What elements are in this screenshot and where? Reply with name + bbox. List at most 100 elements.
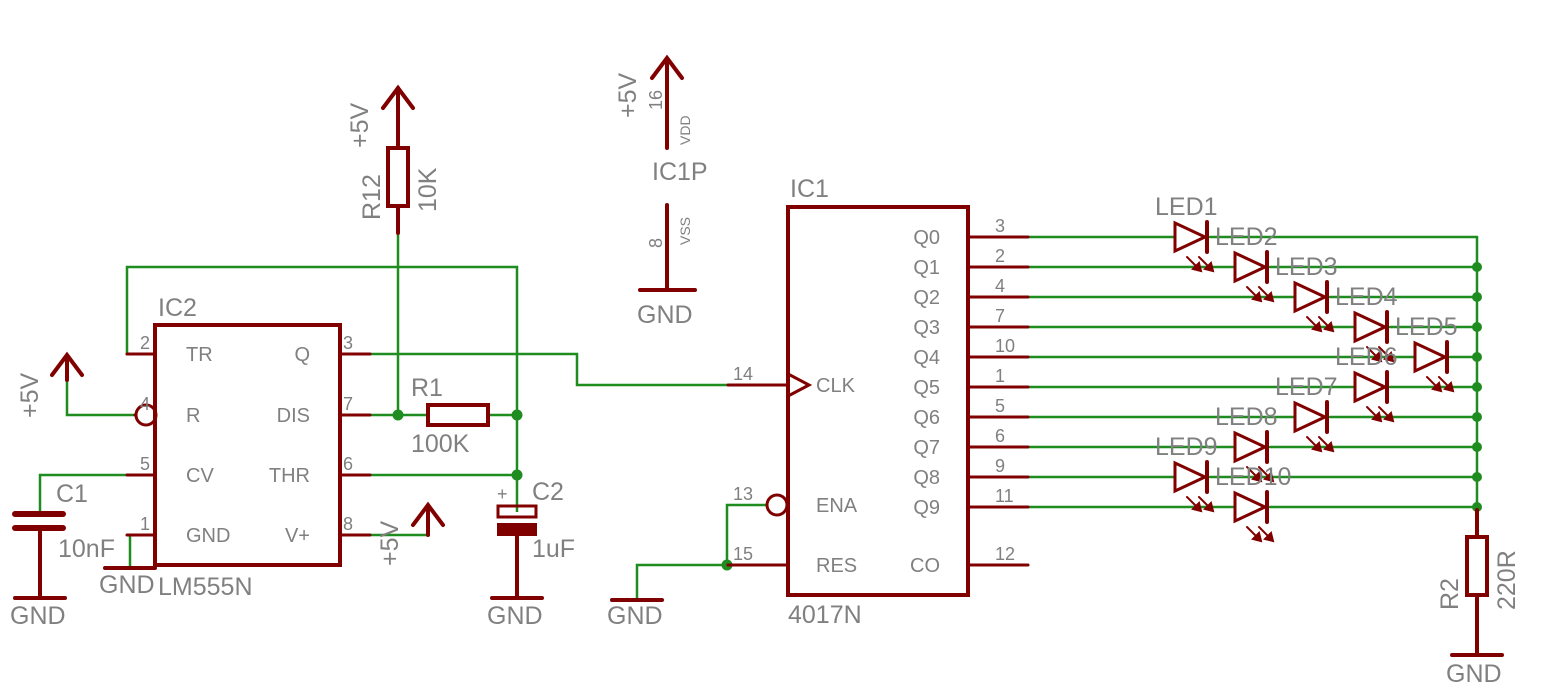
c1-name: C1: [56, 480, 88, 508]
ic1-pin-name: Q0: [913, 227, 940, 249]
wire-trigger-threshold: [125, 265, 519, 417]
junction-led-bus: [1472, 382, 1482, 392]
ic2-pin-name: THR: [269, 465, 310, 487]
c2-name: C2: [532, 478, 564, 506]
clk-edge-marker: [788, 373, 813, 397]
c2-value: 1uF: [532, 535, 575, 563]
ic2-pin-name: V+: [285, 525, 310, 547]
ic2-pin-name: Q: [294, 344, 310, 366]
led-label: LED10: [1215, 463, 1291, 491]
ic1-gnd-label: GND: [607, 602, 663, 630]
ic1-pin-name: Q2: [913, 287, 940, 309]
led-label: LED7: [1275, 373, 1338, 401]
ic2-pin-number: 6: [343, 454, 353, 474]
ic1-pin-number: 3: [995, 216, 1005, 236]
r12-resistor: +5V R12 10K: [346, 84, 442, 235]
ic1-pin-number: 10: [995, 336, 1015, 356]
c1-value: 10nF: [58, 535, 115, 563]
wire-res-gnd: [635, 563, 729, 602]
led-label: LED6: [1335, 343, 1398, 371]
led-emission-arrowhead: [1251, 471, 1263, 483]
reset-supply: +5V: [16, 351, 84, 418]
ic1-pin-number: 5: [995, 396, 1005, 416]
led-10: LED10: [1215, 463, 1291, 543]
ic2-pin-number: 5: [140, 454, 150, 474]
junction-led-bus: [1472, 472, 1482, 482]
led-label: LED3: [1275, 253, 1338, 281]
led-emission-arrowhead: [1323, 321, 1335, 333]
r12-value: 10K: [414, 167, 442, 212]
led-label: LED8: [1215, 403, 1278, 431]
ic1-pin-inverter-ena: [765, 493, 789, 517]
ic1p-name: IC1P: [652, 158, 708, 186]
ic1-pin-number: 15: [733, 544, 753, 564]
led-1: LED1: [1155, 193, 1218, 273]
vplus-supply-label: +5V: [376, 520, 404, 566]
r2-name: R2: [1436, 578, 1464, 610]
ic2-pin-number: 7: [343, 394, 353, 414]
r12-body: [386, 146, 410, 208]
led-label: LED2: [1215, 223, 1278, 251]
c1-ground-label: GND: [10, 602, 66, 630]
led-4: LED4: [1335, 283, 1398, 363]
ic1-pin-name: ENA: [816, 495, 858, 517]
r2-ground-label: GND: [1446, 660, 1502, 688]
c2-ground-label: GND: [487, 602, 543, 630]
led-emission-arrowhead: [1191, 501, 1203, 513]
led-3: LED3: [1275, 253, 1338, 333]
led-7: LED7: [1275, 373, 1338, 453]
led-label: LED9: [1155, 433, 1218, 461]
junction-dis: [392, 409, 404, 421]
ic2-pin-name: DIS: [277, 405, 310, 427]
ic2-pin-number: 1: [140, 514, 150, 534]
ic2-pin-number: 4: [140, 394, 150, 414]
led-triangle: [1293, 280, 1329, 314]
wire-q-clk: [338, 352, 790, 387]
ic1-ground: GND: [607, 598, 664, 630]
led-emission-arrowhead: [1263, 291, 1275, 303]
ic1-pin-number: 7: [995, 306, 1005, 326]
r2-body: [1465, 535, 1489, 597]
ic2-name: IC2: [158, 294, 197, 322]
ic1-pin-name: RES: [816, 555, 857, 577]
vdd-pin-name: VDD: [677, 115, 693, 145]
junction-led-bus: [1472, 322, 1482, 332]
led-5: LED5: [1395, 313, 1458, 393]
ic1-pin-name: CLK: [816, 375, 856, 397]
led-label: LED1: [1155, 193, 1218, 221]
ic2-pin-name: CV: [186, 465, 214, 487]
vdd-arrow: [650, 54, 684, 80]
ic1-pin-number: 13: [733, 484, 753, 504]
led-emission-arrowhead: [1263, 471, 1275, 483]
ic1-pin-number: 6: [995, 426, 1005, 446]
led-emission-arrowhead: [1263, 531, 1275, 543]
ic1-pin-number: 4: [995, 276, 1005, 296]
led-emission-arrowhead: [1203, 501, 1215, 513]
r12-supply-arrow: [381, 84, 415, 110]
ic1-pin-name: Q6: [913, 407, 940, 429]
wire-555-gnd: [128, 533, 157, 570]
r1-value: 100K: [411, 430, 470, 458]
led-triangle: [1173, 220, 1209, 254]
ic1-value: 4017N: [788, 601, 862, 629]
led-9: LED9: [1155, 433, 1218, 513]
junction-thr-top: [511, 409, 523, 421]
wire-cv-c1: [38, 473, 157, 514]
ic1-pin-name: Q1: [913, 257, 940, 279]
ic1-pin-number: 9: [995, 456, 1005, 476]
r12-name: R12: [358, 174, 386, 220]
ic1-pin-name: Q5: [913, 377, 940, 399]
c2-polarity-mark: +: [497, 484, 508, 504]
ic1p-power-pins: +5V 16 VDD IC1P 8 VSS GND: [614, 54, 708, 329]
junction-thr: [511, 469, 523, 481]
ic1-body: [786, 205, 970, 597]
ic2-gnd-label: GND: [99, 571, 155, 599]
led-triangle: [1293, 400, 1329, 434]
wire-reset-vcc: [65, 373, 137, 417]
ic2-pin-name: GND: [186, 525, 230, 547]
led-label: LED5: [1395, 313, 1458, 341]
